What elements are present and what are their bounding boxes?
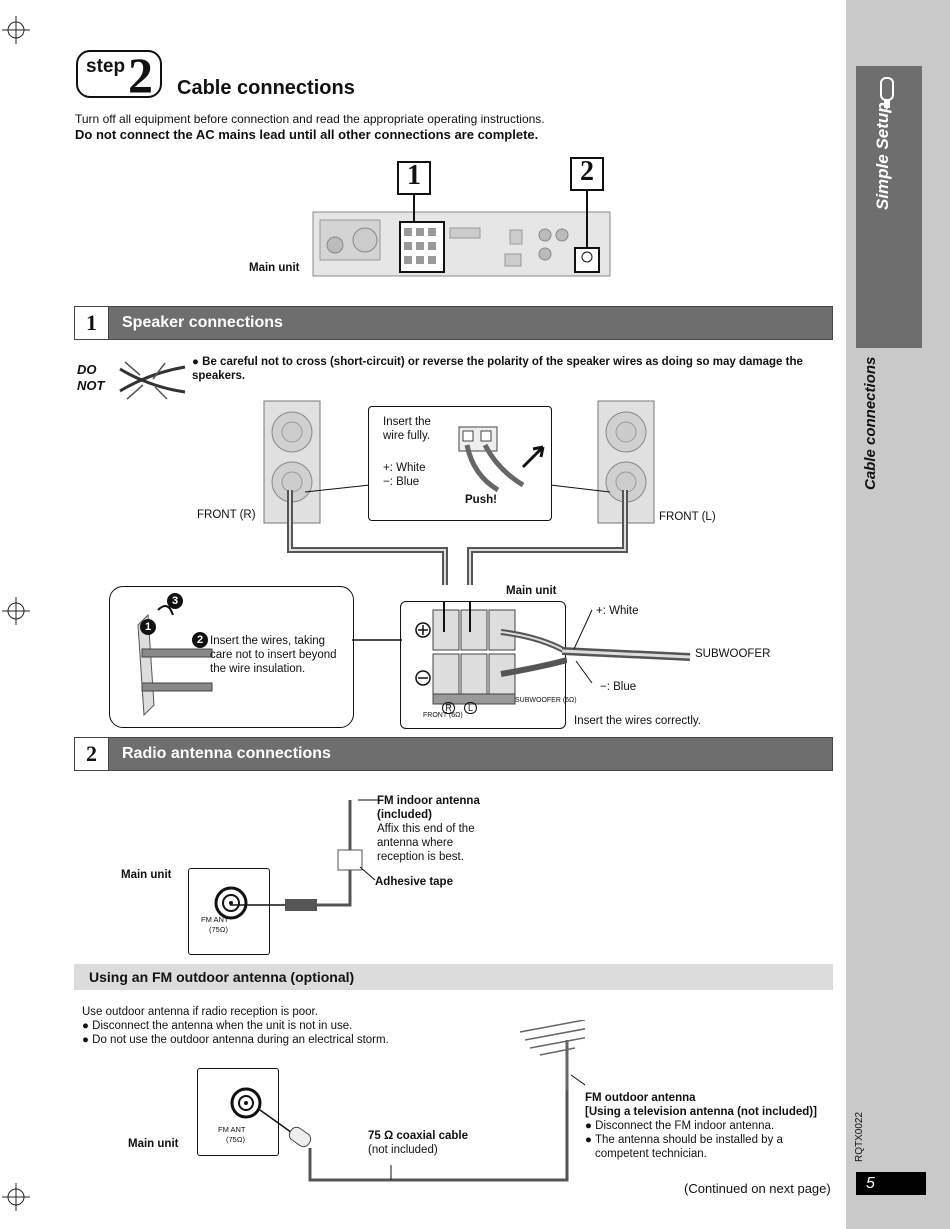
outdoor-antenna-title: Using an FM outdoor antenna (optional) <box>89 969 355 985</box>
coax-cable-caption: 75 Ω coaxial cable (not included) <box>368 1129 468 1157</box>
callout-2: 2 <box>580 156 594 187</box>
fm-ant-label-outdoor: FM ANT <box>218 1125 246 1134</box>
outdoor-antenna-header: Using an FM outdoor antenna (optional) <box>74 964 833 990</box>
outdoor-line-1: Use outdoor antenna if radio reception i… <box>82 1006 318 1018</box>
coax-cable-note: (not included) <box>368 1144 438 1156</box>
fm-ant-ohm: (75Ω) <box>209 925 228 934</box>
section-2-number: 2 <box>75 738 109 770</box>
main-unit-label-antenna: Main unit <box>121 869 172 881</box>
polarity-warning: Be careful not to cross (short-circuit) … <box>192 356 803 382</box>
section-1-number: 1 <box>75 307 109 339</box>
coax-cable-label: 75 Ω coaxial cable <box>368 1130 469 1142</box>
insert-fully-callout: Insert the wire fully. +: White −: Blue … <box>368 406 552 521</box>
sidebar-label-simple-setup: Simple Setup <box>873 102 892 210</box>
speaker-front-right <box>263 400 321 524</box>
sidebar-label-cable-connections: Cable connections <box>862 356 879 490</box>
minus-blue-label-2: −: Blue <box>600 681 637 693</box>
main-unit-label-speakers: Main unit <box>506 585 557 597</box>
fm-ant-panel: FM ANT (75Ω) <box>188 868 270 955</box>
main-unit-rear-illustration <box>312 157 611 277</box>
warning-text: ● Be careful not to cross (short-circuit… <box>192 355 822 383</box>
bullet-icon: ● <box>82 1034 93 1046</box>
fm-outdoor-bullet-2: The antenna should be installed by a com… <box>594 1134 783 1160</box>
step-word: step <box>86 56 126 77</box>
outdoor-instructions: Use outdoor antenna if radio reception i… <box>82 1005 442 1047</box>
front-r-label: FRONT (R) <box>197 509 256 521</box>
subwoofer-label: SUBWOOFER <box>695 648 771 660</box>
bullet-icon: ● <box>585 1120 596 1132</box>
adhesive-tape-label: Adhesive tape <box>375 876 453 888</box>
outdoor-bullet-2: Do not use the outdoor antenna during an… <box>92 1034 389 1046</box>
step-number: 2 <box>128 47 153 103</box>
document-code: RQTX0022 <box>854 1111 865 1162</box>
subwoofer-cable <box>562 609 691 684</box>
crossed-wires-icon <box>119 361 186 400</box>
section-2-title: Radio antenna connections <box>122 745 331 762</box>
main-unit-label: Main unit <box>249 262 300 274</box>
callout-1: 1 <box>407 160 421 191</box>
terminal-subwoofer-label: SUBWOOFER (6Ω) <box>515 697 577 704</box>
step-badge: step 2 <box>76 47 162 103</box>
fm-indoor-antenna-caption: FM indoor antenna (included) Affix this … <box>377 794 497 864</box>
plus-white-label: +: White <box>383 462 426 474</box>
terminal-r-label: R <box>442 702 455 714</box>
push-label: Push! <box>465 494 497 506</box>
page-title: Cable connections <box>177 77 355 99</box>
minus-blue-label: −: Blue <box>383 476 420 488</box>
fm-outdoor-bullet-1: Disconnect the FM indoor antenna. <box>595 1120 775 1132</box>
insert-correctly-text: Insert the wires correctly. <box>574 715 701 727</box>
fm-ant-socket-icon <box>214 886 248 920</box>
fm-indoor-antenna-wire <box>230 799 378 911</box>
bullet-icon: ● <box>585 1134 595 1146</box>
continued-text: (Continued on next page) <box>684 1181 831 1196</box>
main-unit-label-outdoor: Main unit <box>128 1138 179 1150</box>
fm-ant-panel-outdoor: FM ANT (75Ω) <box>197 1068 279 1156</box>
bullet-icon: ● <box>192 356 199 368</box>
terminal-front-label: FRONT (6Ω) <box>423 712 463 719</box>
section-1-title: Speaker connections <box>122 314 283 331</box>
terminal-block-illustration <box>415 602 567 705</box>
do-not-label: DO NOT <box>77 362 105 393</box>
front-l-label: FRONT (L) <box>659 511 716 523</box>
fm-outdoor-caption: FM outdoor antenna [Using a television a… <box>585 1091 830 1161</box>
fm-ant-ohm-outdoor: (75Ω) <box>226 1135 245 1144</box>
step-mark-2: 2 <box>192 632 208 648</box>
callout-connector <box>352 639 402 641</box>
insert-fully-text: Insert the wire fully. <box>383 416 431 442</box>
hand-pressing-terminal-icon <box>458 426 545 493</box>
insert-wires-care-text: Insert the wires, taking care not to ins… <box>210 635 337 675</box>
intro-text: Turn off all equipment before connection… <box>75 112 545 126</box>
speaker-terminal-panel: FRONT (6Ω) R L SUBWOOFER (6Ω) <box>400 601 577 729</box>
fm-indoor-label: FM indoor antenna (included) <box>377 795 480 821</box>
outdoor-bullet-1: Disconnect the antenna when the unit is … <box>92 1020 353 1032</box>
bullet-icon: ● <box>82 1020 93 1032</box>
page-number: 5 <box>856 1172 926 1195</box>
coaxial-cable-and-tv-antenna <box>259 1020 585 1182</box>
terminal-side-view-illustration <box>137 605 213 717</box>
fm-outdoor-title: FM outdoor antenna <box>585 1092 696 1104</box>
section-1-header: 1 Speaker connections <box>74 306 833 340</box>
wire-insertion-callout: 1 2 3 Insert the wires, taking care not … <box>109 586 354 728</box>
plus-white-label-2: +: White <box>596 605 639 617</box>
affix-text: Affix this end of the antenna where rece… <box>377 823 475 863</box>
step-mark-3: 3 <box>167 593 183 609</box>
fm-ant-label: FM ANT <box>201 915 229 924</box>
plug-icon <box>880 77 894 108</box>
fm-ant-socket-icon <box>230 1087 262 1119</box>
terminal-l-label: L <box>464 702 477 714</box>
fm-outdoor-subtitle: [Using a television antenna (not include… <box>585 1106 817 1118</box>
section-2-header: 2 Radio antenna connections <box>74 737 833 771</box>
step-mark-1: 1 <box>140 619 156 635</box>
intro-warning: Do not connect the AC mains lead until a… <box>75 127 539 142</box>
speaker-front-left <box>597 400 655 524</box>
speaker-wires <box>287 484 628 585</box>
sidebar-tab-simple-setup <box>856 66 922 348</box>
